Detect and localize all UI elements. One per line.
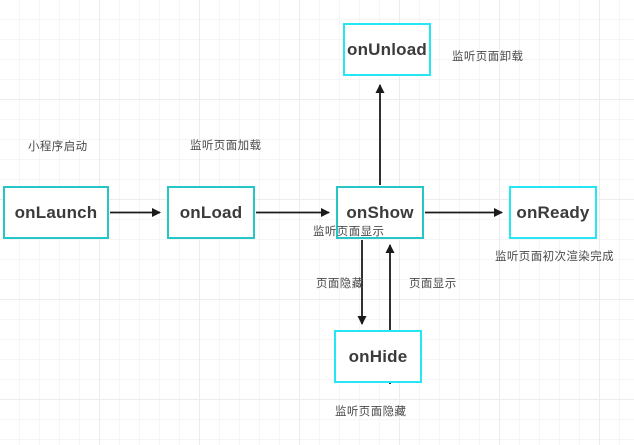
node-onunload[interactable]: onUnload	[343, 23, 431, 76]
node-onready[interactable]: onReady	[509, 186, 597, 239]
node-onhide[interactable]: onHide	[334, 330, 422, 383]
caption-onhide: 监听页面隐藏	[335, 406, 407, 418]
node-onunload-label: onUnload	[347, 39, 427, 59]
node-onshow-label: onShow	[346, 202, 414, 222]
caption-onload: 监听页面加载	[190, 140, 262, 152]
caption-onshow: 监听页面显示	[313, 226, 385, 238]
caption-onunload: 监听页面卸载	[452, 51, 524, 63]
caption-onready: 监听页面初次渲染完成	[495, 251, 614, 263]
node-onlaunch-label: onLaunch	[14, 202, 98, 222]
caption-edge-page-shown: 页面显示	[409, 278, 457, 290]
caption-onlaunch: 小程序启动	[28, 141, 88, 153]
node-onready-label: onReady	[516, 202, 590, 222]
node-onload[interactable]: onLoad	[167, 186, 255, 239]
node-onload-label: onLoad	[179, 202, 243, 222]
caption-edge-page-hidden: 页面隐藏	[316, 278, 364, 290]
node-onhide-label: onHide	[348, 346, 408, 366]
node-onlaunch[interactable]: onLaunch	[3, 186, 109, 239]
